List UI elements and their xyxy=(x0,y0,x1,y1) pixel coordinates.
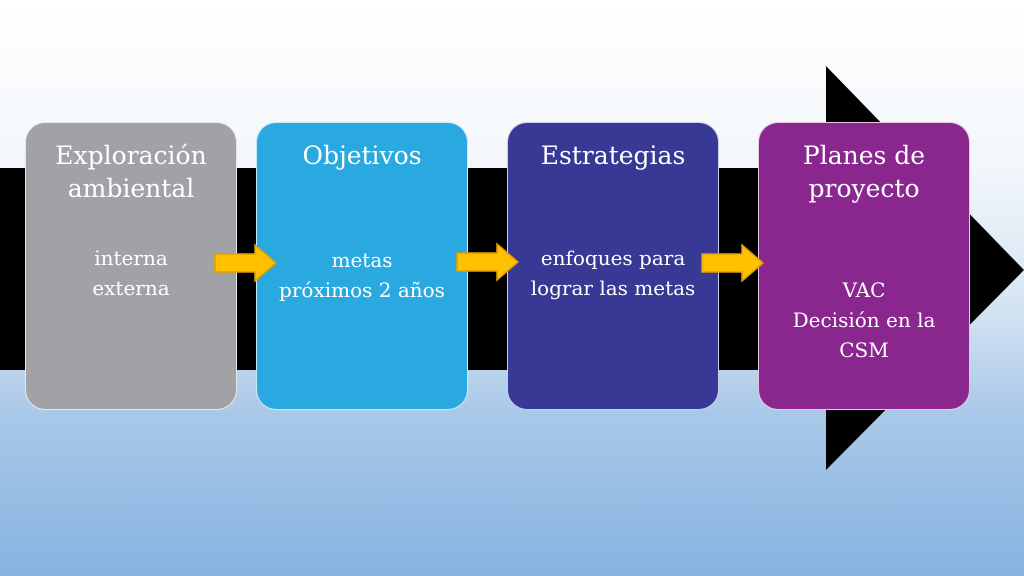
stage-title: Objetivos xyxy=(302,141,422,170)
right-arrow-icon xyxy=(456,242,520,282)
stage-body: metas próximos 2 años xyxy=(279,248,445,302)
stage-estrategias: Estrategias enfoques para lograr las met… xyxy=(507,122,719,410)
stage-body: enfoques para lograr las metas xyxy=(530,246,696,300)
stage-title: Planes de proyecto xyxy=(802,141,926,203)
stage-title: Exploración ambiental xyxy=(55,141,207,203)
stage-exploracion-ambiental: Exploración ambiental interna externa xyxy=(25,122,237,410)
stage-planes-de-proyecto: Planes de proyecto VAC Decisión en la CS… xyxy=(758,122,970,410)
stage-title: Estrategias xyxy=(540,141,686,170)
stage-body: VAC Decisión en la CSM xyxy=(792,278,936,362)
stage-body: interna externa xyxy=(92,246,170,300)
right-arrow-icon xyxy=(701,243,765,283)
right-arrow-icon xyxy=(214,243,278,283)
stage-objetivos: Objetivos metas próximos 2 años xyxy=(256,122,468,410)
